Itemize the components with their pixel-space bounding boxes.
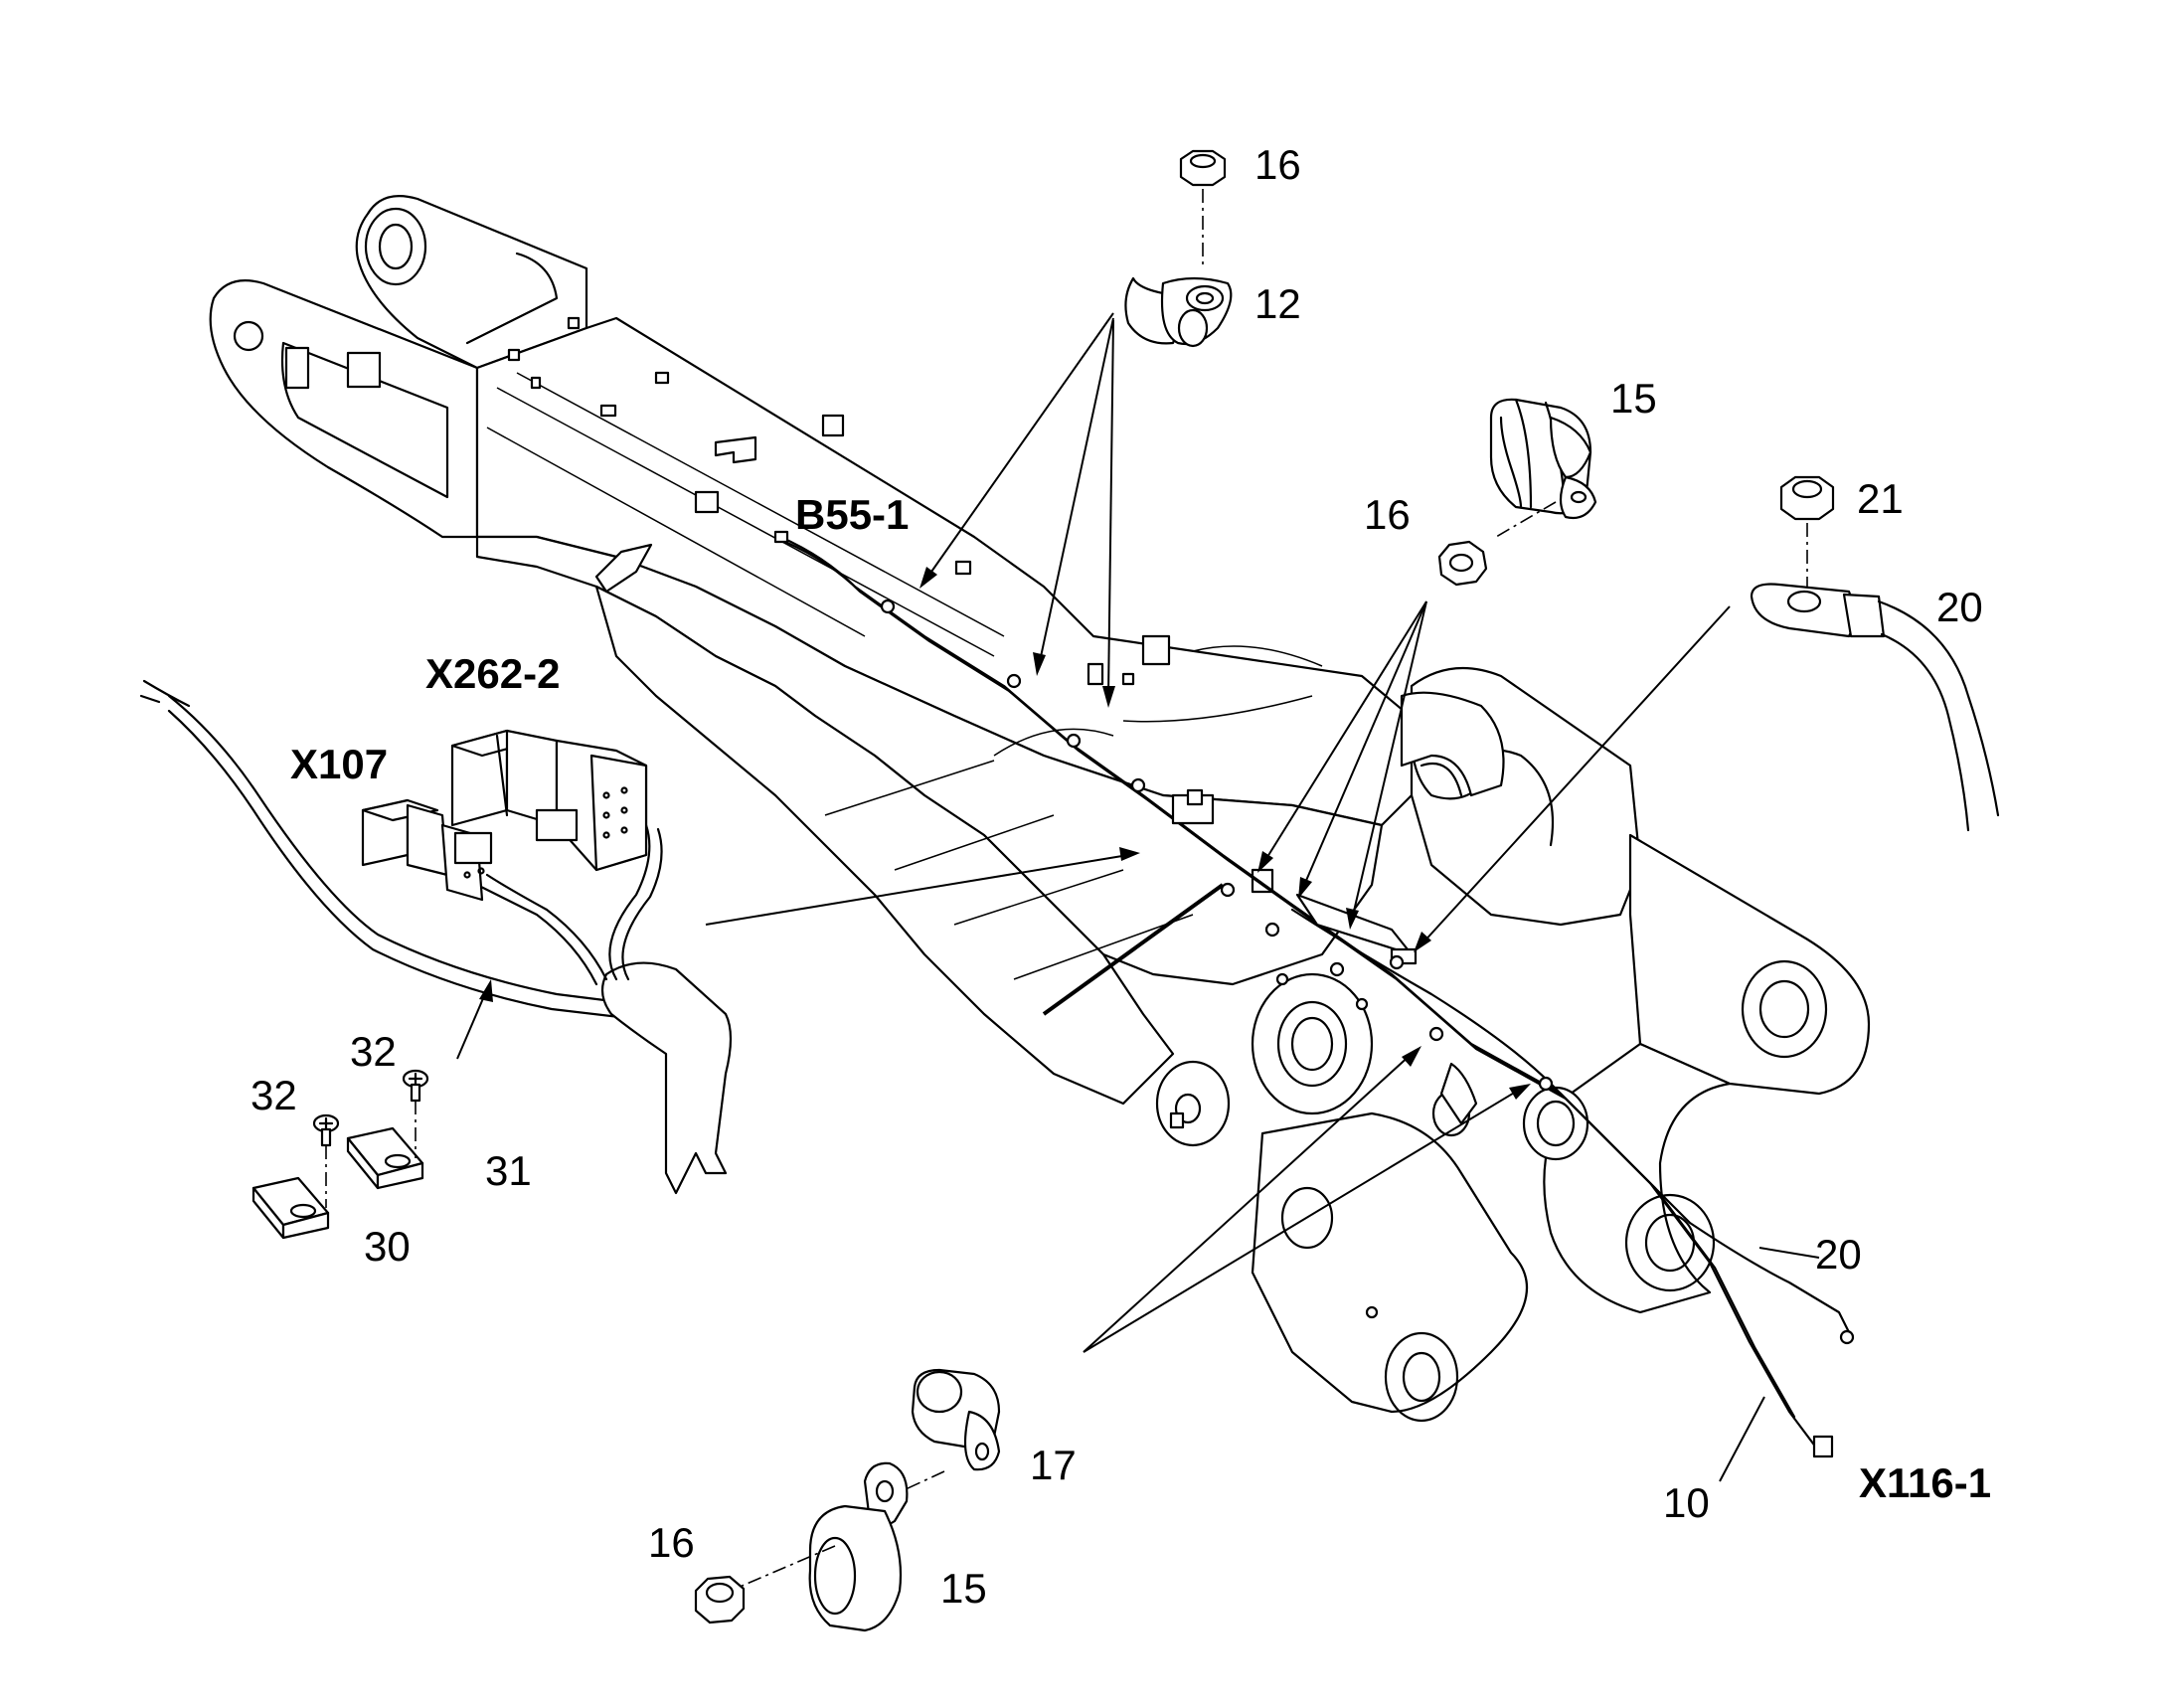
callout-30: 30 (364, 1223, 411, 1270)
ground-cable (1750, 475, 2000, 832)
clamp-group-right (1437, 398, 1597, 587)
callout-x116-1: X116-1 (1859, 1459, 1992, 1506)
callout-10: 10 (1663, 1479, 1710, 1526)
callout-17: 17 (1030, 1442, 1077, 1488)
callout-15-right: 15 (1610, 375, 1657, 422)
callout-12: 12 (1254, 280, 1301, 327)
callout-x262-2: X262-2 (425, 650, 561, 697)
callout-32-b: 32 (251, 1072, 297, 1118)
callout-16-top: 16 (1254, 141, 1301, 188)
callout-20-top: 20 (1936, 584, 1983, 630)
callout-31: 31 (485, 1147, 532, 1194)
clamp-group-top (1124, 149, 1233, 348)
callout-15-bottom: 15 (940, 1565, 987, 1612)
clamp-group-bottom (694, 1368, 1001, 1632)
callout-16-bottom: 16 (648, 1519, 695, 1566)
callout-21: 21 (1857, 475, 1904, 522)
connector-assembly (139, 679, 733, 1195)
mounting-blocks (251, 1069, 429, 1240)
callout-b55-1: B55-1 (795, 491, 910, 538)
callout-20-bottom: 20 (1815, 1231, 1862, 1278)
callout-16-mid: 16 (1364, 491, 1411, 538)
leader-lines (456, 312, 1820, 1482)
callout-x107: X107 (290, 741, 389, 787)
wire-harness (773, 530, 1855, 1458)
callout-32-a: 32 (350, 1028, 397, 1075)
